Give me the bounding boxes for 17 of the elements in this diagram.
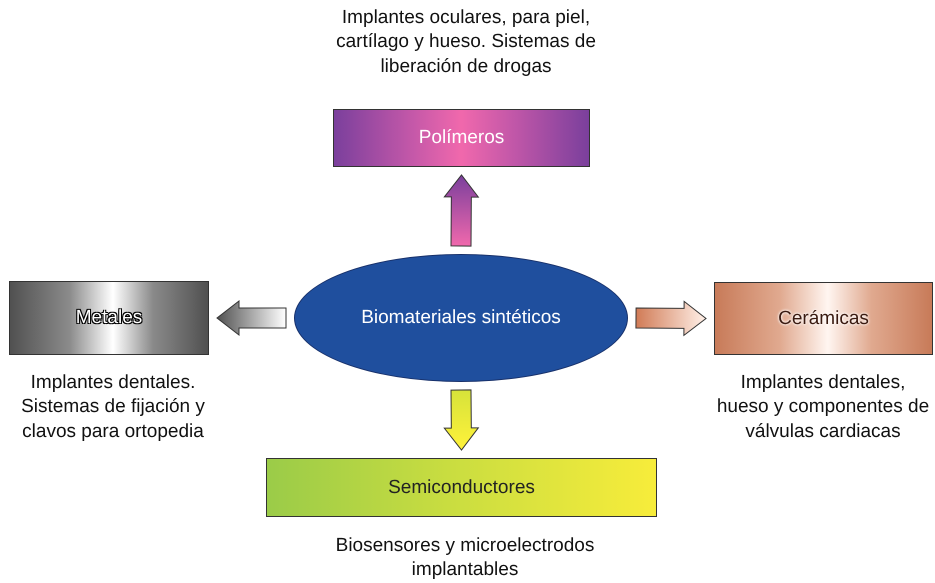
caption-text: Implantes oculares, para piel, cartílago y hueso. Sistemas de liberación de drogas [335, 6, 597, 79]
caption-text: Biosensores y microelectrodos implantables [334, 534, 596, 582]
node-label: Metales [76, 307, 142, 329]
node-label: Cerámicas [778, 308, 869, 330]
gradient-box [9, 281, 209, 355]
gradient-box [266, 458, 657, 517]
gradient-box [333, 109, 590, 167]
gradient-box [714, 282, 933, 355]
node-label: Biomateriales sintéticos [361, 307, 561, 329]
node-label: Polímeros [418, 127, 504, 149]
block-arrow [443, 174, 480, 247]
node-label: Semiconductores [388, 476, 535, 498]
caption-text: Implantes dentales, hueso y componentes de válvulas cardiacas [716, 371, 930, 444]
block-arrow [216, 300, 286, 336]
block-arrow [443, 389, 480, 451]
block-arrow [635, 300, 707, 336]
caption-text: Implantes dentales. Sistemas de fijación y clavos para ortopedia [20, 371, 206, 444]
